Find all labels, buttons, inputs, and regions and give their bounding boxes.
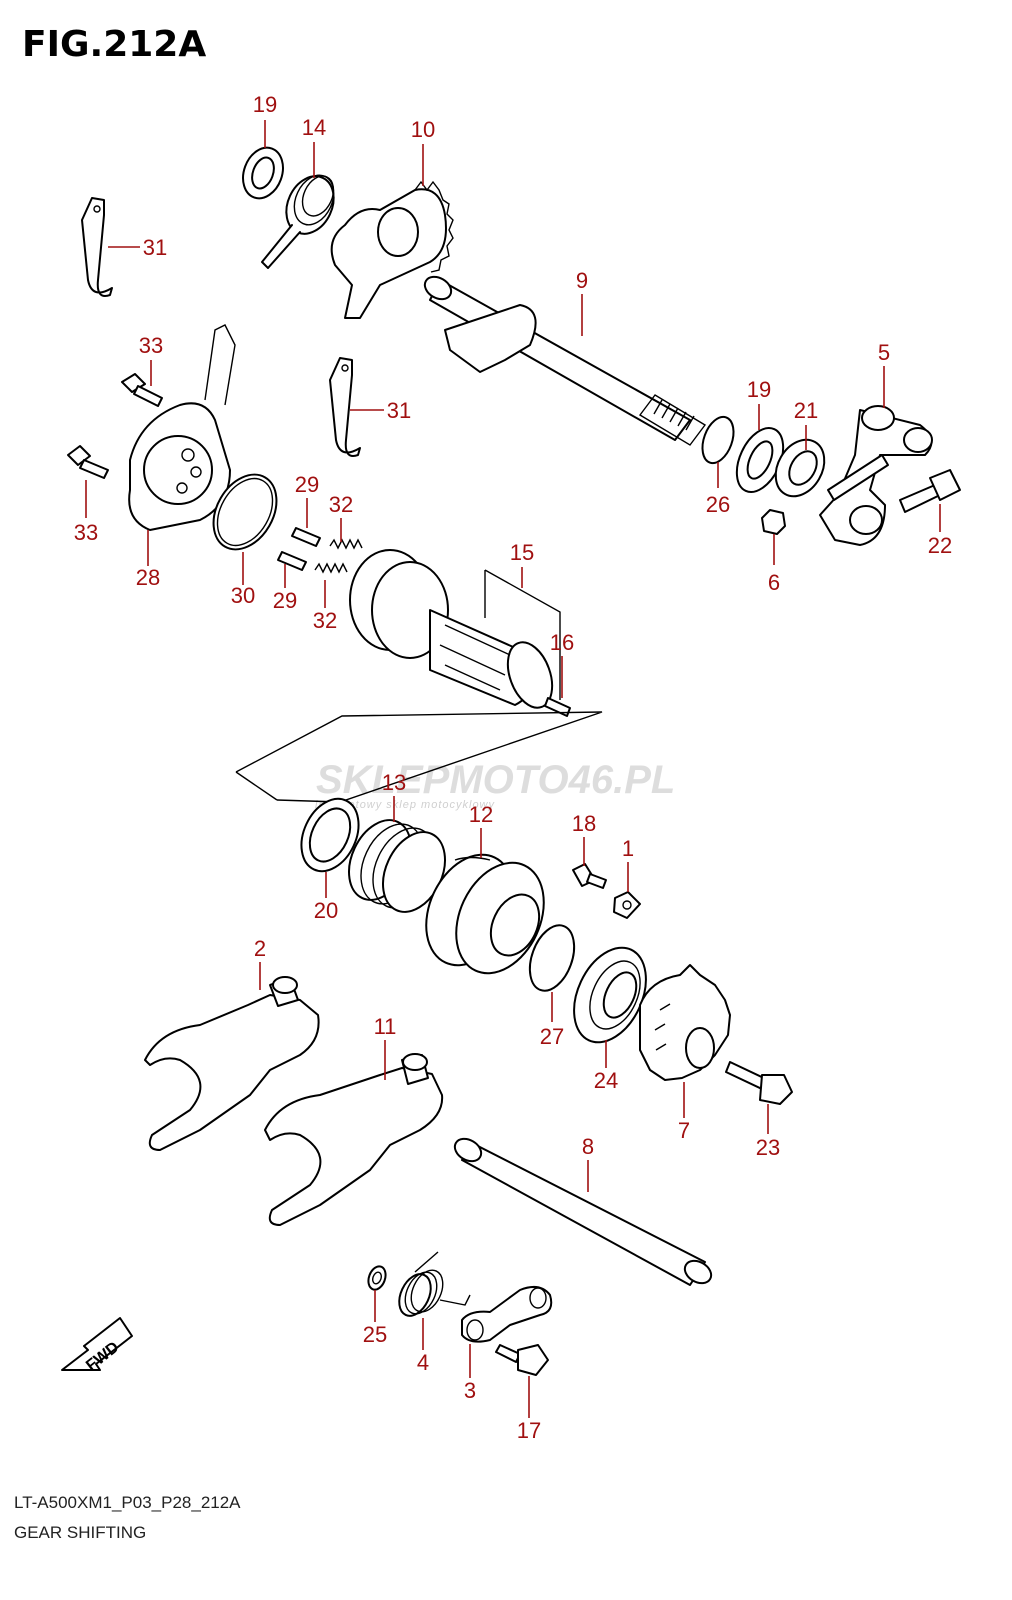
- callout-32-upper: 32: [329, 492, 353, 517]
- callout-7: 7: [678, 1118, 690, 1143]
- callout-6: 6: [768, 570, 780, 595]
- part-springs-32: [314, 538, 363, 574]
- callout-25: 25: [363, 1322, 387, 1347]
- callout-29-lower: 29: [273, 588, 297, 613]
- part-gear-7: [639, 964, 731, 1081]
- callout-31-left: 31: [143, 235, 167, 260]
- callout-24: 24: [594, 1068, 618, 1093]
- callout-18: 18: [572, 811, 596, 836]
- callout-12: 12: [469, 802, 493, 827]
- callout-1: 1: [622, 836, 634, 861]
- callout-23: 23: [756, 1135, 780, 1160]
- callouts: 19 14 10 31 9 5 33 31 19 21 33 28: [74, 92, 952, 1443]
- group-bracket: [235, 569, 603, 803]
- callout-3: 3: [464, 1378, 476, 1403]
- part-clip-31-center: [329, 357, 361, 457]
- part-spring-4: [398, 1251, 471, 1317]
- part-arm-3: [461, 1285, 553, 1343]
- callout-11: 11: [374, 1014, 397, 1039]
- part-nut-6: [761, 509, 786, 535]
- part-gear-12: [425, 853, 545, 975]
- callout-10: 10: [411, 117, 435, 142]
- fwd-arrow: FWD: [61, 1317, 133, 1375]
- callout-14: 14: [302, 115, 326, 140]
- part-bolt-33-upper: [121, 373, 163, 407]
- part-bolt-18: [572, 863, 607, 889]
- callout-28: 28: [136, 565, 160, 590]
- part-bolt-22: [899, 469, 961, 513]
- callout-33-lower: 33: [74, 520, 98, 545]
- part-bolt-17: [495, 1344, 549, 1376]
- callout-22: 22: [928, 533, 952, 558]
- callout-30: 30: [231, 583, 255, 608]
- part-washer-19-top: [242, 146, 284, 200]
- callout-26: 26: [706, 492, 730, 517]
- part-pins-29: [277, 527, 321, 571]
- callout-2: 2: [254, 936, 266, 961]
- part-circlip-27: [528, 924, 576, 992]
- watermark-text: SKLEPMOTO46.PL: [316, 758, 675, 802]
- callout-31-center: 31: [387, 398, 411, 423]
- callout-20: 20: [314, 898, 338, 923]
- callout-32-lower: 32: [313, 608, 337, 633]
- part-cover-28: [128, 324, 236, 531]
- callout-16: 16: [550, 630, 574, 655]
- part-seal-21: [774, 438, 826, 498]
- callout-21: 21: [794, 398, 818, 423]
- callout-19-right: 19: [747, 377, 771, 402]
- callout-19-top: 19: [253, 92, 277, 117]
- part-spring-14: [261, 174, 335, 269]
- part-bolt-23: [725, 1061, 793, 1105]
- callout-17: 17: [517, 1418, 541, 1443]
- figure-title: FIG.212A: [22, 24, 206, 65]
- callout-29-upper: 29: [295, 472, 319, 497]
- part-washer-19-right: [735, 427, 785, 493]
- part-stopper-5: [819, 405, 933, 546]
- model-code: LT-A500XM1_P03_P28_212A: [14, 1493, 241, 1512]
- watermark-subtitle: internetowy sklep motocyklowy: [315, 799, 496, 811]
- callout-9: 9: [576, 268, 588, 293]
- callout-27: 27: [540, 1024, 564, 1049]
- part-washer-20: [300, 797, 360, 873]
- part-circlip-26: [701, 415, 735, 465]
- part-clip-31-left: [81, 197, 113, 297]
- part-pin-16: [544, 697, 571, 717]
- part-shift-arm-10: [330, 180, 454, 319]
- part-washer-25: [367, 1265, 387, 1291]
- part-bolt-33-lower: [67, 445, 109, 479]
- part-shift-fork-11: [264, 1053, 444, 1226]
- part-shift-fork-2: [144, 976, 320, 1151]
- callout-8: 8: [582, 1134, 594, 1159]
- part-nut-1: [613, 891, 641, 919]
- callout-4: 4: [417, 1350, 429, 1375]
- part-shift-shaft-9: [423, 275, 707, 446]
- part-o-ring-30: [212, 473, 278, 551]
- callout-33-upper: 33: [139, 333, 163, 358]
- callout-5: 5: [878, 340, 890, 365]
- watermark: SKLEPMOTO46.PL internetowy sklep motocyk…: [315, 758, 675, 811]
- part-fork-shaft-8: [453, 1137, 713, 1286]
- callout-15: 15: [510, 540, 534, 565]
- callout-13: 13: [382, 770, 406, 795]
- diagram-caption: GEAR SHIFTING: [14, 1523, 146, 1542]
- part-gearshift-cam-15: [349, 549, 554, 709]
- part-spring-13: [348, 819, 446, 913]
